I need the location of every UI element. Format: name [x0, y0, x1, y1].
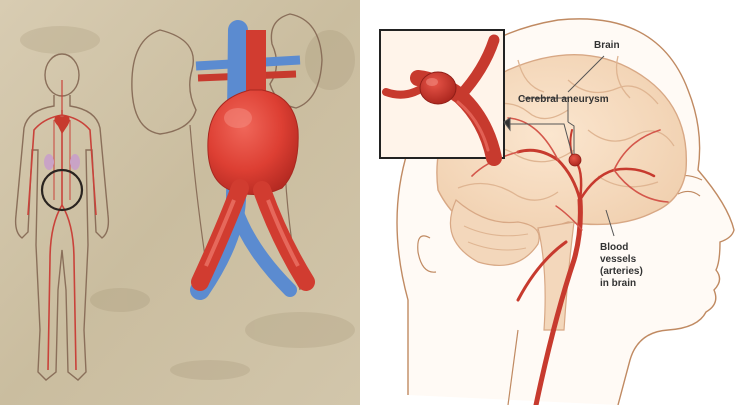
label-blood-vessels-line-4: in brain [600, 278, 636, 289]
label-blood-vessels-line-3: (arteries) [600, 266, 643, 277]
abdominal-aneurysm-illustration [0, 0, 360, 405]
label-brain: Brain [594, 40, 620, 51]
cerebral-aneurysm-illustration: Brain Cerebral aneurysm Blood vessels (a… [368, 0, 738, 405]
label-blood-vessels-line-2: vessels [600, 254, 637, 265]
aneurysm-sac-magnified [420, 72, 456, 104]
abdominal-aneurysm-panel [0, 0, 360, 405]
label-blood-vessels-line-1: Blood [600, 242, 628, 253]
aneurysm-in-brain [569, 154, 581, 166]
aortic-aneurysm-bulge [208, 90, 298, 195]
cerebral-aneurysm-panel: Brain Cerebral aneurysm Blood vessels (a… [368, 0, 738, 405]
label-cerebral-aneurysm: Cerebral aneurysm [518, 94, 609, 105]
zoom-inset-icon [380, 30, 504, 158]
